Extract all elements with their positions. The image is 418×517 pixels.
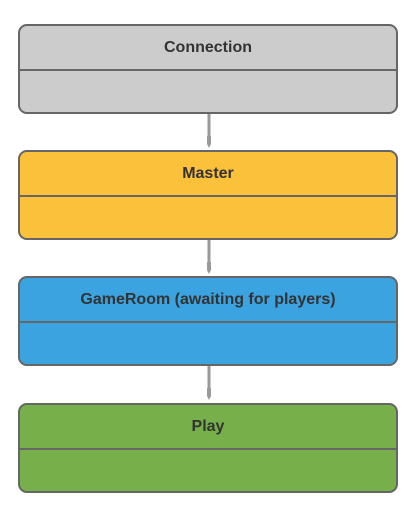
arrow-gameroom-to-play: [207, 366, 211, 400]
state-master-title: Master: [20, 152, 396, 197]
arrow-master-to-gameroom: [207, 240, 211, 274]
state-connection[interactable]: Connection: [18, 24, 398, 114]
state-master-body: [20, 197, 396, 238]
state-gameroom-body: [20, 323, 396, 364]
state-play[interactable]: Play: [18, 403, 398, 493]
state-play-title: Play: [20, 405, 396, 450]
state-master[interactable]: Master: [18, 150, 398, 240]
state-gameroom-title: GameRoom (awaiting for players): [20, 278, 396, 323]
arrow-connection-to-master: [207, 114, 211, 148]
state-connection-body: [20, 71, 396, 112]
state-play-body: [20, 450, 396, 491]
state-connection-title: Connection: [20, 26, 396, 71]
state-gameroom[interactable]: GameRoom (awaiting for players): [18, 276, 398, 366]
